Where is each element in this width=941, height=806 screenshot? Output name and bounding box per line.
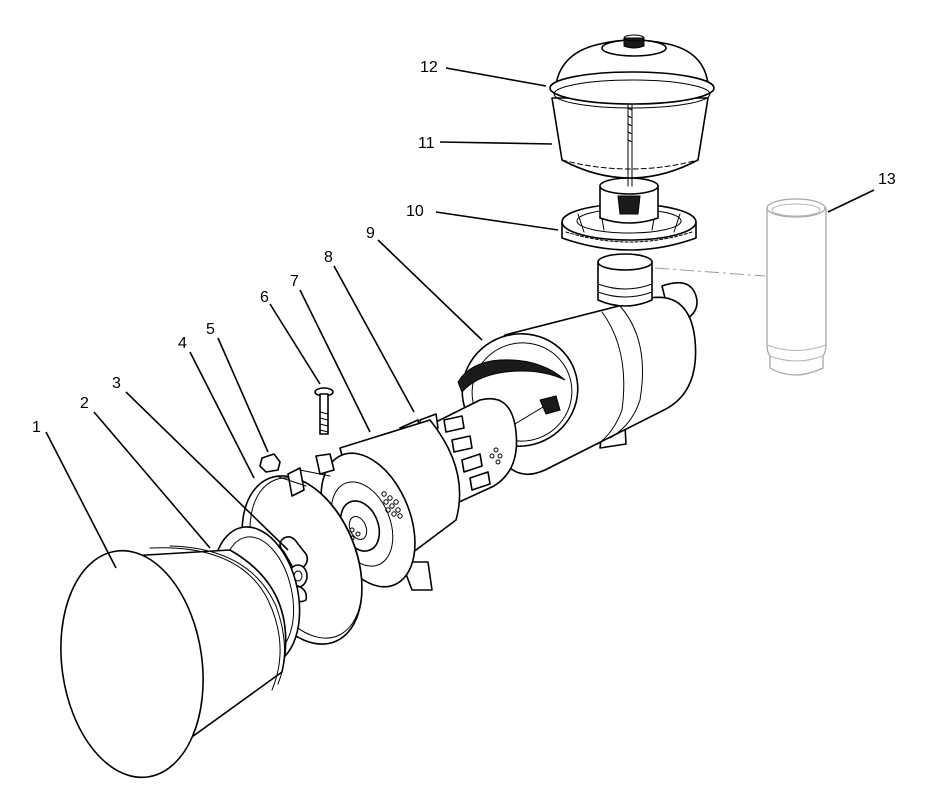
- callout-4: 4: [178, 335, 187, 352]
- part-13-extension-tube: [766, 198, 827, 376]
- part-11-collector-bowl: [551, 97, 709, 187]
- callout-10: 10: [406, 203, 424, 220]
- alignment-axis-line: [654, 267, 766, 277]
- leader-line-10: [435, 211, 559, 231]
- callout-7: 7: [290, 273, 299, 290]
- leader-lines: [45, 67, 875, 569]
- callout-6: 6: [260, 289, 269, 306]
- leader-line-1: [45, 431, 117, 569]
- leader-line-6: [269, 303, 321, 385]
- leader-line-5: [217, 337, 269, 453]
- leader-line-2: [93, 411, 211, 549]
- part-6-bolt: [314, 387, 335, 475]
- leader-line-8: [333, 265, 415, 413]
- callout-11: 11: [418, 135, 435, 152]
- callout-1: 1: [32, 419, 41, 436]
- callout-labels: 1 2 3 4 5 6 7 8 9 10 11 12 13: [32, 59, 896, 436]
- part-12-cover: [549, 34, 715, 109]
- callout-8: 8: [324, 249, 333, 266]
- callout-3: 3: [112, 375, 121, 392]
- leader-line-7: [299, 289, 371, 433]
- part-10-precleaner-base: [561, 177, 697, 251]
- callout-2: 2: [80, 395, 89, 412]
- leader-line-4: [189, 351, 255, 479]
- callout-13: 13: [878, 171, 896, 188]
- callout-12: 12: [420, 59, 438, 76]
- callout-9: 9: [366, 225, 375, 242]
- leader-line-9: [377, 239, 483, 341]
- callout-5: 5: [206, 321, 215, 338]
- part-5-nut: [259, 453, 281, 473]
- part-1-end-cap: [60, 545, 287, 779]
- leader-line-12: [445, 67, 547, 87]
- leader-line-3: [125, 391, 289, 551]
- leader-line-11: [439, 141, 553, 145]
- leader-line-13: [827, 189, 875, 213]
